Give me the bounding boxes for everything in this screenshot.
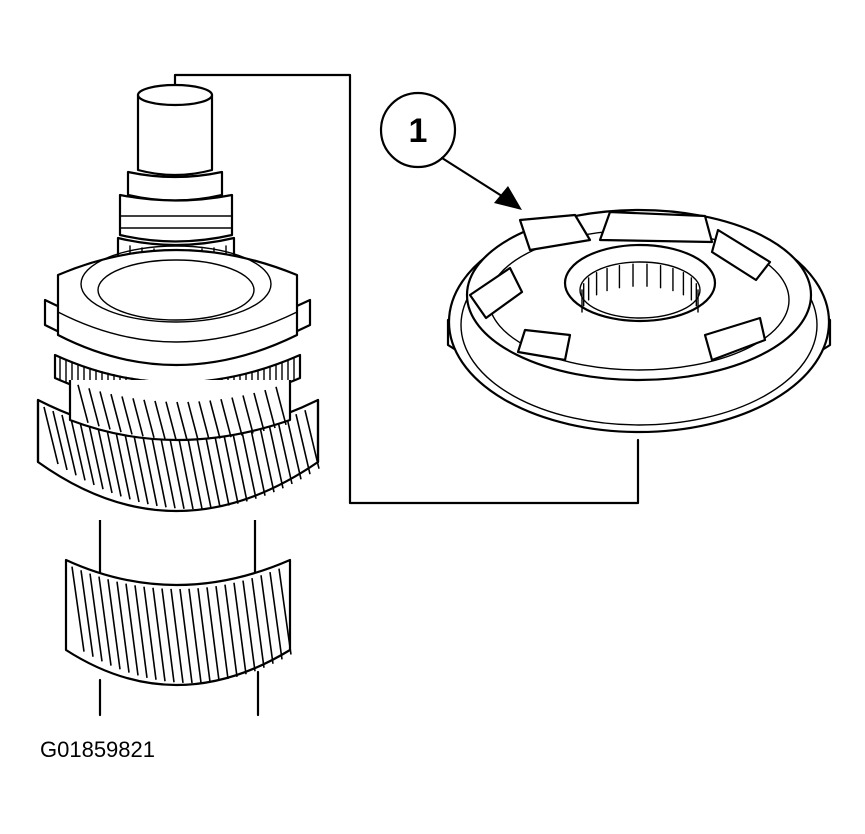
callout-marker xyxy=(379,91,522,210)
callout-number: 1 xyxy=(409,112,428,150)
figure-id: G01859821 xyxy=(40,737,155,762)
mainshaft-assembly xyxy=(36,83,320,717)
synchronizer-ring xyxy=(446,208,832,434)
bracket-leader xyxy=(173,73,640,505)
